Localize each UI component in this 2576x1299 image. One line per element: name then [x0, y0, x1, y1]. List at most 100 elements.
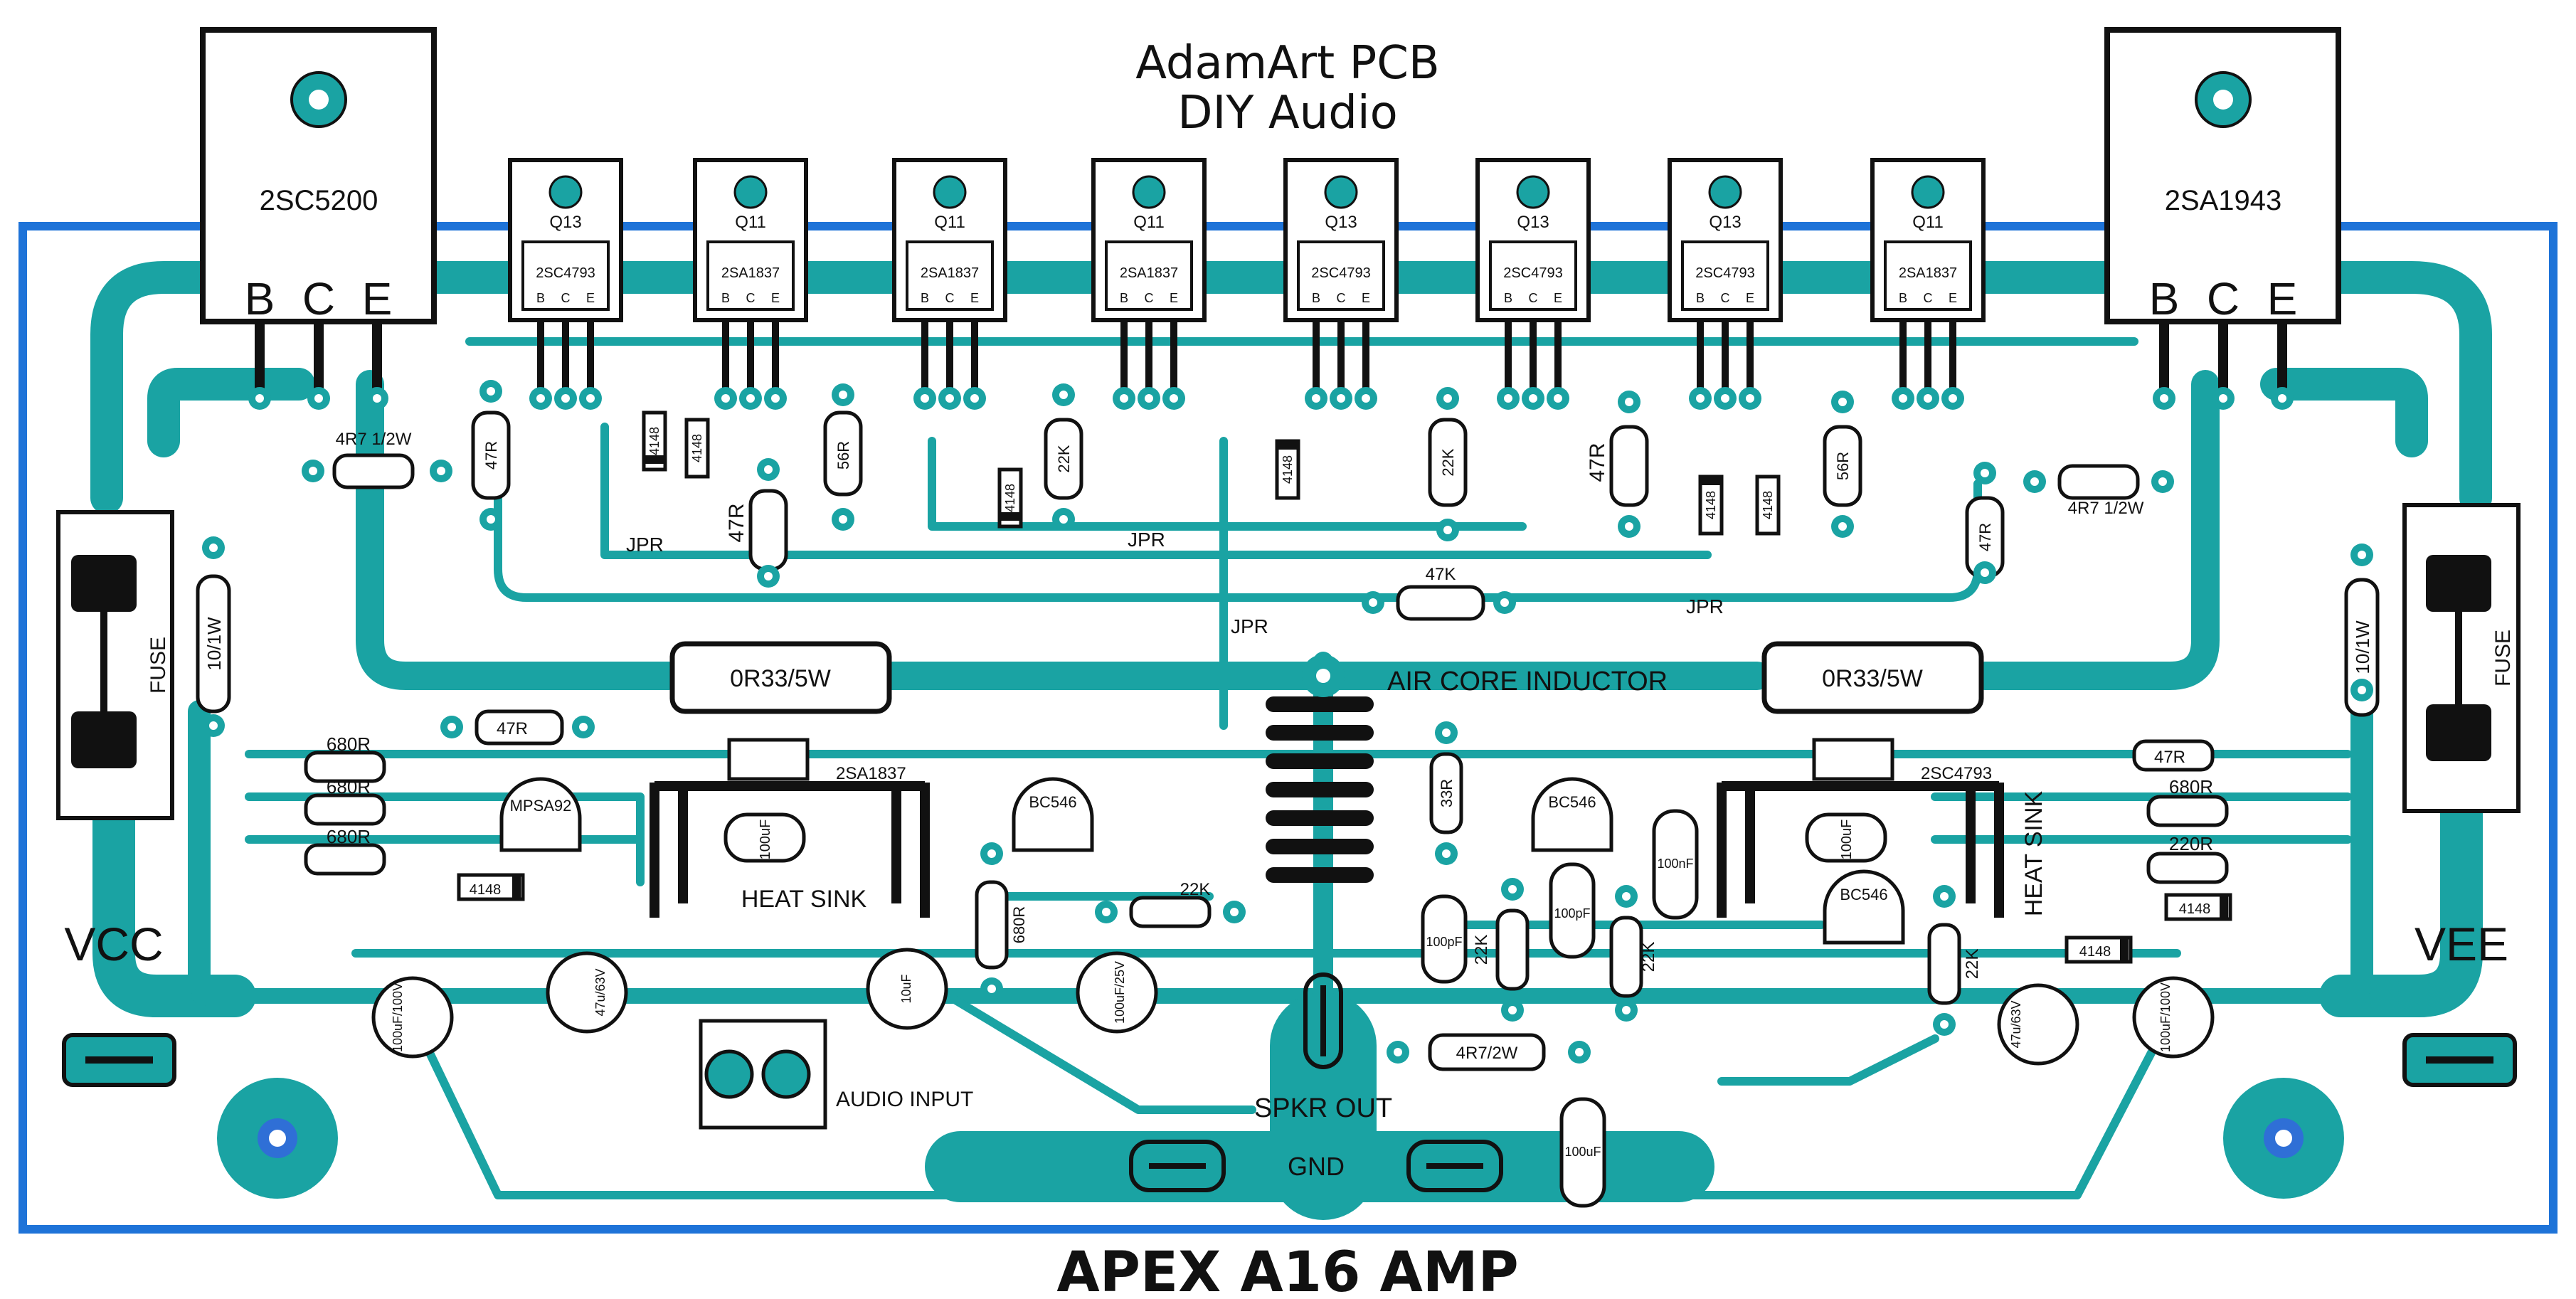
- diode-top-3-label: 4148: [1003, 484, 1017, 512]
- emitter-resistor-right: 0R33/5W: [1761, 641, 1984, 714]
- heat-sink-left-label: HEAT SINK: [741, 886, 867, 913]
- cap-10uf-label: 10uF: [899, 974, 913, 1003]
- diode-left-bank: 4148: [457, 873, 525, 901]
- driver-ref-2: Q11: [735, 213, 766, 232]
- diode-top-1-label: 4148: [647, 427, 662, 455]
- driver-ref-4: Q11: [1133, 213, 1165, 232]
- diode-top-5: 4148: [1698, 474, 1724, 536]
- r47r-bank-left-label: 47R: [497, 719, 528, 738]
- emitter-right-label: 0R33/5W: [1822, 665, 1923, 692]
- npn-pin-b: B: [245, 273, 275, 324]
- jumper-label-1: JPR: [626, 534, 664, 556]
- air-core-inductor: AIR CORE INDUCTOR: [1266, 654, 1668, 883]
- diode-right-bank-2: 4148: [2064, 935, 2133, 964]
- fuse-right: FUSE: [2402, 503, 2521, 813]
- heat-sink-right-label: HEAT SINK: [2020, 791, 2047, 917]
- r47r-bank-right-label: 47R: [2154, 748, 2185, 767]
- output-transistor-pnp: 2SA1943 B C E: [2104, 27, 2341, 410]
- driver-8-pin-c: C: [1924, 291, 1933, 305]
- cap-100pf-2: 100pF: [1549, 862, 1596, 959]
- fuse-left-label: FUSE: [147, 637, 170, 694]
- driver-3-pin-c: C: [945, 291, 955, 305]
- heat-sink-left: 2SA1837 HEAT SINK 100uF: [650, 738, 930, 918]
- bc546-2-label: BC546: [1548, 793, 1596, 811]
- resistor-22k-2: 22K: [1428, 387, 1468, 541]
- heat-sink-left-part: 2SA1837: [836, 764, 906, 783]
- cap-10uf: 10uF: [866, 948, 948, 1030]
- r22k-horizontal-label: 22K: [1180, 880, 1211, 899]
- diode-right-bank-1: 4148: [2164, 893, 2232, 921]
- r220r-label: 220R: [2169, 833, 2213, 854]
- r22k-1-label: 22K: [1055, 445, 1073, 472]
- resistor-220r: 220R: [2146, 833, 2229, 884]
- driver-2-pin-b: B: [721, 291, 730, 305]
- vcc-label: VCC: [64, 918, 163, 970]
- r22k-4-label: 22K: [1639, 942, 1658, 972]
- diode-top-4: 4148: [1275, 439, 1300, 500]
- npn-part-label: 2SC5200: [260, 185, 378, 216]
- npn-pin-e: E: [362, 273, 393, 324]
- heat-sink-right-part: 2SC4793: [1921, 764, 1992, 783]
- driver-3-pin-b: B: [921, 291, 929, 305]
- resistor-22k-3: 22K: [1472, 878, 1530, 1022]
- driver-1-pin-e: E: [586, 291, 595, 305]
- pnp-pin-b: B: [2149, 273, 2180, 324]
- driver-7-pin-c: C: [1721, 291, 1730, 305]
- driver-6-pin-c: C: [1529, 291, 1538, 305]
- r33r-label: 33R: [1438, 779, 1456, 807]
- r4r7-left-label: 4R7 1/2W: [336, 430, 412, 449]
- driver-part-2: 2SA1837: [721, 265, 780, 281]
- driver-8-pin-b: B: [1899, 291, 1907, 305]
- r22k-3-label: 22K: [1472, 935, 1491, 965]
- vee-terminal: VEE: [2402, 918, 2517, 1087]
- brand-subtitle: DIY Audio: [1177, 87, 1398, 139]
- resistor-680r-3: 680R: [304, 826, 386, 876]
- transistor-bc546-3: BC546: [1823, 869, 1905, 945]
- resistor-47r-3: 47R: [1586, 391, 1649, 538]
- gnd-label: GND: [1288, 1152, 1345, 1181]
- heat-sink-right: 2SC4793 HEAT SINK 100uF: [1717, 738, 2047, 918]
- cap-100pf-2-label: 100pF: [1554, 906, 1590, 921]
- cap-100pf-1: 100pF: [1421, 894, 1468, 984]
- driver-5-pin-e: E: [1362, 291, 1370, 305]
- resistor-680r-right: 680R: [2146, 776, 2229, 827]
- mounting-hole-right: [2223, 1078, 2344, 1199]
- r4r7-2w-label: 4R7/2W: [1456, 1044, 1518, 1063]
- pnp-pin-c: C: [2207, 273, 2240, 324]
- emitter-resistor-left: 0R33/5W: [669, 641, 892, 714]
- jumper-label-2: JPR: [1128, 529, 1165, 551]
- speaker-out-pad: SPKR OUT: [1254, 972, 1392, 1123]
- driver-ref-8: Q11: [1912, 213, 1944, 232]
- cap-hs-right-label: 100uF: [1839, 820, 1855, 860]
- jumper-label-3: JPR: [1231, 615, 1268, 637]
- diode-top-4-label: 4148: [1281, 455, 1295, 484]
- resistor-56r-1: 56R: [823, 383, 863, 531]
- resistor-22k-4: 22K: [1609, 885, 1658, 1022]
- diode-top-2-label: 4148: [690, 434, 704, 462]
- resistor-10-1w-right: 10/1W: [2344, 544, 2380, 717]
- resistor-4r7-2w: 4R7/2W: [1387, 1033, 1591, 1071]
- cap-47u-63v-right: 47u/63V: [1997, 983, 2079, 1066]
- audio-input-connector: AUDIO INPUT: [699, 1019, 973, 1130]
- cap-100nf: 100nF: [1652, 809, 1699, 920]
- cap-100uf-gnd-label: 100uF: [1564, 1145, 1601, 1159]
- driver-part-7: 2SC4793: [1695, 265, 1754, 281]
- r47k-label: 47K: [1426, 565, 1456, 584]
- diode-top-5-label: 4148: [1704, 491, 1718, 519]
- driver-part-8: 2SA1837: [1899, 265, 1957, 281]
- audio-input-label: AUDIO INPUT: [836, 1088, 973, 1111]
- driver-5-pin-b: B: [1312, 291, 1320, 305]
- resistor-10-1w-left: 10/1W: [196, 536, 231, 737]
- transistor-bc546-1: BC546: [1012, 777, 1094, 852]
- cap-hs-left-label: 100uF: [758, 820, 773, 860]
- driver-2-pin-c: C: [746, 291, 756, 305]
- r47r-1-label: 47R: [482, 441, 500, 470]
- driver-part-5: 2SC4793: [1311, 265, 1370, 281]
